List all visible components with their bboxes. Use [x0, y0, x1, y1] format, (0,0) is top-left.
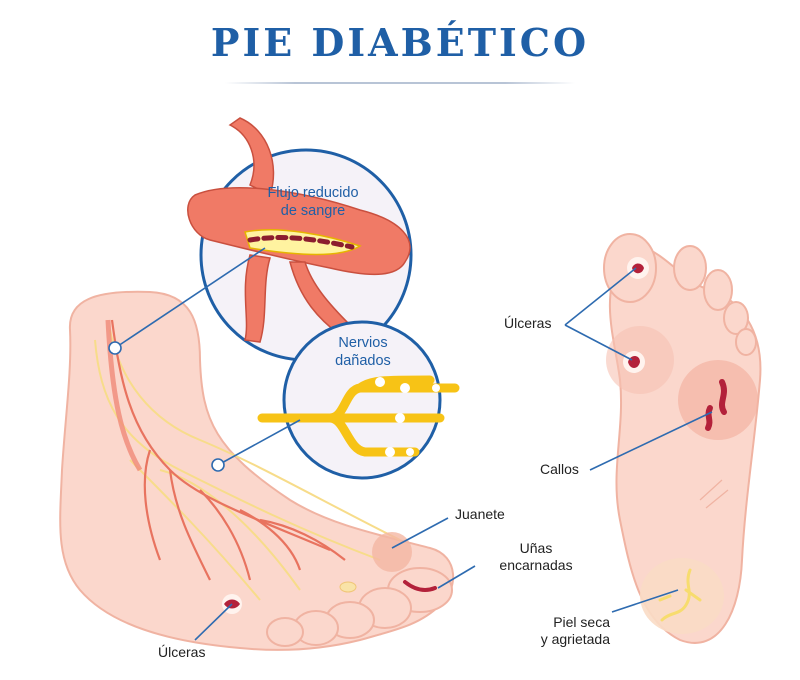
nerve-label-line2: dañados	[335, 353, 391, 369]
page-title: PIE DIABÉTICO	[210, 20, 590, 65]
title-divider	[225, 82, 575, 84]
callus-pad	[678, 360, 758, 440]
ingrown-nails-label: Uñas encarnadas	[484, 540, 588, 574]
nerve-label: Nervios dañados	[318, 334, 408, 370]
callus-mark-2	[705, 405, 713, 431]
ingrown-nail-lesion	[403, 580, 437, 592]
narrowed-artery-lumen	[244, 229, 362, 256]
bunion-spot	[372, 532, 412, 572]
sole-view-foot	[603, 233, 762, 644]
blood-flow-label-line1: Flujo reducido	[267, 185, 359, 201]
dry-skin-label-line1: Piel seca	[553, 614, 610, 630]
ingrown-nails-label-line2: encarnadas	[499, 557, 573, 573]
leader-lines	[114, 247, 713, 641]
toe-nail	[339, 581, 357, 593]
sole-toe-2	[673, 245, 707, 291]
dry-skin-label-line2: y agrietada	[540, 631, 610, 647]
sole-toe-5	[735, 328, 757, 356]
leader-dots	[108, 341, 225, 472]
ulcers-left-label: Úlceras	[158, 644, 206, 660]
nerve-inset	[257, 320, 460, 480]
calluses-label: Callos	[540, 461, 579, 477]
dry-skin-label: Piel seca y agrietada	[520, 614, 610, 648]
heel-pad	[640, 558, 724, 634]
ingrown-nails-label-line1: Uñas	[519, 540, 553, 556]
ulcers-right-label: Úlceras	[504, 315, 552, 331]
nerve-label-line1: Nervios	[338, 335, 388, 351]
blood-flow-inset	[187, 117, 413, 362]
skin-cracks	[658, 568, 702, 622]
blood-flow-label: Flujo reducido de sangre	[258, 184, 368, 220]
blood-flow-label-line2: de sangre	[280, 203, 346, 219]
callus-mark-1	[719, 379, 727, 415]
toe-ulcer	[632, 263, 644, 274]
bunion-label: Juanete	[455, 506, 505, 522]
side-foot-vessels	[110, 319, 346, 581]
side-toe-5	[266, 617, 304, 647]
sole-toe-3	[703, 269, 733, 311]
sole-toe-4	[723, 301, 749, 335]
